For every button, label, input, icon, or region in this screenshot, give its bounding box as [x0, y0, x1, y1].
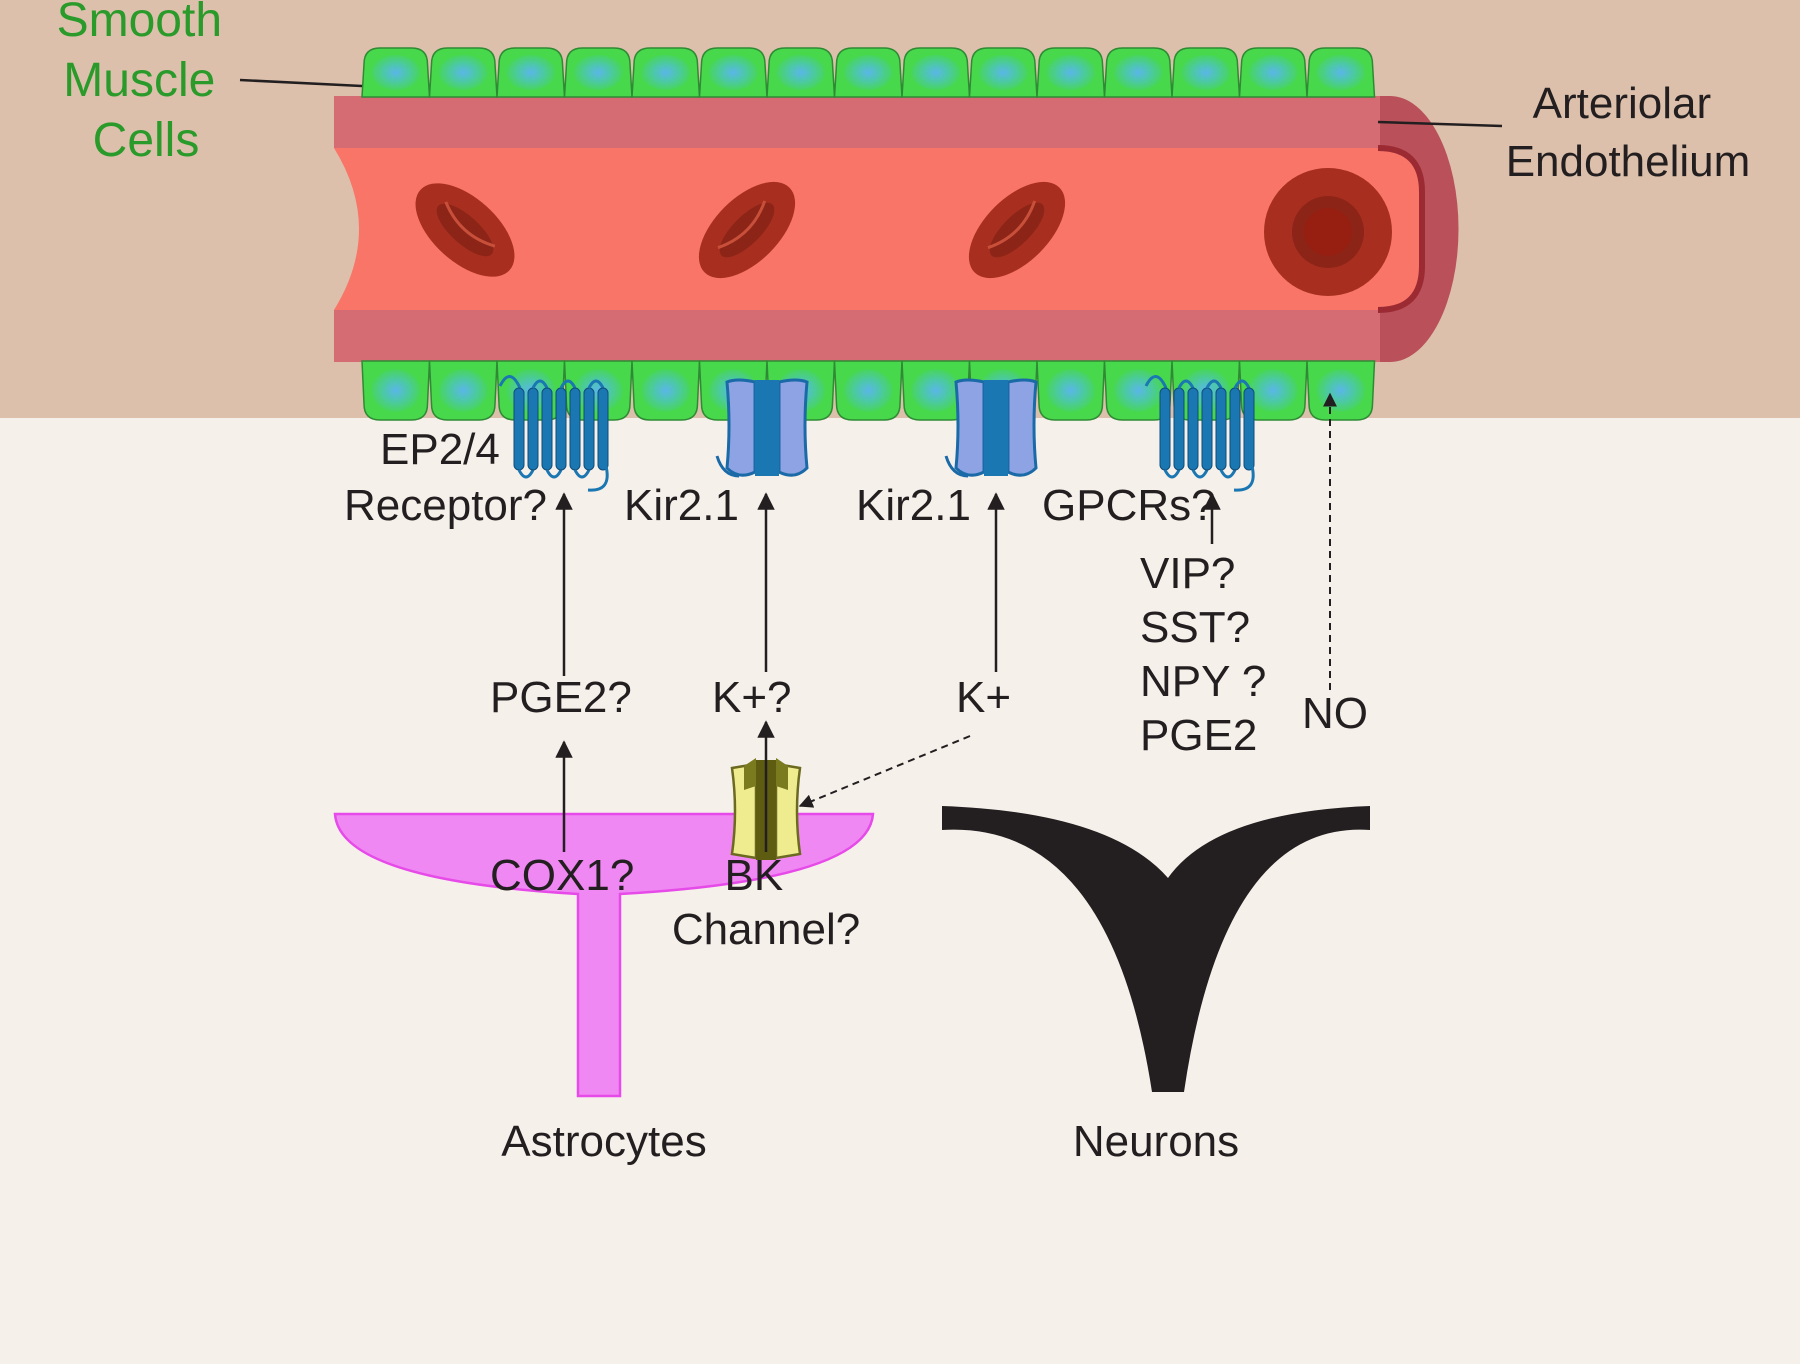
- red-blood-cell: [415, 183, 515, 277]
- smooth-muscle-cell: [1238, 47, 1308, 98]
- vessel-wall-top: [334, 96, 1380, 148]
- ep-receptor-label: EP2/4 Receptor?: [344, 425, 547, 530]
- smooth-muscle-cell: [1036, 47, 1106, 98]
- lumen-inner-edge: [1377, 145, 1425, 313]
- smooth-muscle-cell: [361, 360, 431, 421]
- smooth-muscle-cell: [1238, 360, 1308, 421]
- kir2-1-channel-icon: [715, 378, 809, 478]
- vessel-lumen: [334, 148, 1422, 310]
- neuron-cell: [942, 806, 1370, 1092]
- smooth-muscle-cell: [496, 47, 566, 98]
- smooth-muscle-cell: [766, 47, 836, 98]
- kplus-label: K+: [956, 673, 1011, 722]
- smooth-muscle-row-top: [361, 47, 1376, 98]
- kir-left-label: Kir2.1: [624, 481, 739, 530]
- bk-channel-label: BK Channel?: [672, 851, 860, 954]
- smooth-muscle-cell: [631, 47, 701, 98]
- astrocytes-label: Astrocytes: [501, 1117, 706, 1166]
- kir2-1-channel-icon: [944, 378, 1038, 478]
- smooth-muscle-cell: [1103, 47, 1173, 98]
- smooth-muscle-cell: [563, 47, 633, 98]
- smooth-muscle-cell: [698, 47, 768, 98]
- vessel-wall-bottom: [334, 310, 1380, 362]
- smooth-muscle-cell: [833, 360, 903, 421]
- smooth-muscle-cell: [631, 360, 701, 421]
- smooth-muscle-cell: [1171, 47, 1241, 98]
- smooth-muscle-cell: [833, 47, 903, 98]
- smooth-muscle-cell: [1036, 360, 1106, 421]
- neurons-label: Neurons: [1073, 1117, 1239, 1166]
- red-blood-cell-face-on: [1264, 168, 1392, 296]
- smooth-muscle-leader: [239, 78, 363, 88]
- extracellular-space: [0, 418, 1800, 1364]
- smooth-muscle-cell: [428, 47, 498, 98]
- smooth-muscle-label: Smooth Muscle Cells: [57, 0, 236, 167]
- smooth-muscle-cell: [428, 360, 498, 421]
- smooth-muscle-cell: [361, 47, 431, 98]
- pge2-label: PGE2?: [490, 673, 632, 722]
- smooth-muscle-cell: [1306, 360, 1376, 421]
- smooth-muscle-cell: [901, 47, 971, 98]
- smooth-muscle-row-bottom: [361, 360, 1376, 421]
- arrow-neuron-kplus-to-bk: [798, 735, 971, 808]
- endothelium-leader: [1377, 120, 1503, 128]
- smooth-muscle-cell: [901, 360, 971, 421]
- smooth-muscle-cell: [1306, 47, 1376, 98]
- gpcrs-label: GPCRs?: [1042, 481, 1216, 530]
- ep2-4-receptor-icon: [498, 375, 609, 492]
- gpcr-icon: [1144, 375, 1255, 492]
- no-label: NO: [1302, 689, 1368, 738]
- red-blood-cell: [968, 181, 1066, 279]
- kplus-question-label: K+?: [712, 673, 792, 722]
- kir-right-label: Kir2.1: [856, 481, 971, 530]
- neuropeptide-list: VIP? SST? NPY ? PGE2: [1140, 549, 1279, 760]
- cox1-label: COX1?: [490, 851, 634, 900]
- astrocyte-cell: [333, 812, 875, 1098]
- red-blood-cell: [698, 181, 796, 279]
- smooth-muscle-cell: [968, 47, 1038, 98]
- arteriolar-endothelium-label: Arteriolar Endothelium: [1506, 79, 1751, 186]
